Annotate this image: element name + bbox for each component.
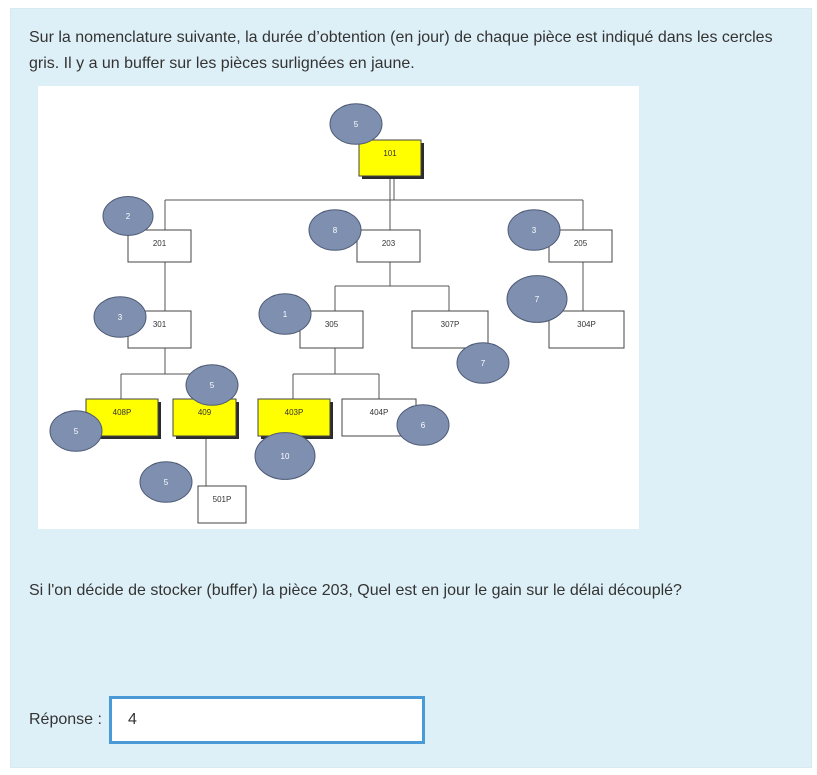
duration-value: 2 xyxy=(126,212,131,221)
duration-circle-501p: 5 xyxy=(139,461,193,503)
bom-node-403p: 403P xyxy=(257,398,333,439)
duration-circle-408p: 5 xyxy=(49,410,103,452)
duration-value: 7 xyxy=(481,359,486,368)
bom-node-201: 201 xyxy=(127,229,192,263)
bom-node-101: 101 xyxy=(358,139,424,179)
node-box xyxy=(127,229,192,263)
node-label: 501P xyxy=(213,495,232,504)
duration-circle-shape xyxy=(456,342,510,384)
duration-value: 10 xyxy=(281,452,290,461)
node-box xyxy=(358,139,422,177)
duration-circle-shape xyxy=(185,364,239,406)
answer-input[interactable] xyxy=(109,696,425,744)
duration-circle-409: 5 xyxy=(185,364,239,406)
node-box xyxy=(356,229,421,263)
duration-circle-shape xyxy=(139,461,193,503)
duration-circle-shape xyxy=(329,103,383,145)
duration-circle-shape xyxy=(507,209,561,251)
node-box xyxy=(257,398,331,437)
node-label: 307P xyxy=(441,320,460,329)
bom-node-307p: 307P xyxy=(411,310,489,349)
duration-value: 8 xyxy=(333,226,338,235)
node-label: 408P xyxy=(113,408,132,417)
duration-circle-404p: 6 xyxy=(396,404,450,446)
duration-circle-shape xyxy=(396,404,450,446)
duration-circle-403p: 10 xyxy=(254,432,316,480)
duration-value: 3 xyxy=(532,226,537,235)
duration-value: 3 xyxy=(118,313,123,322)
duration-circle-305: 1 xyxy=(258,293,312,335)
duration-value: 6 xyxy=(421,421,426,430)
node-label: 304P xyxy=(577,320,596,329)
duration-circle-201: 2 xyxy=(102,196,154,236)
node-label: 201 xyxy=(153,239,167,248)
node-label: 404P xyxy=(370,408,389,417)
node-label: 301 xyxy=(153,320,167,329)
node-label: 409 xyxy=(198,408,212,417)
duration-circle-shape xyxy=(93,296,147,338)
bom-node-304p: 304P xyxy=(548,310,625,349)
question-panel: Sur la nomenclature suivante, la durée d… xyxy=(10,8,812,768)
node-box xyxy=(172,398,237,437)
duration-circle-205: 3 xyxy=(507,209,561,251)
duration-value: 5 xyxy=(164,478,169,487)
node-label: 203 xyxy=(382,239,396,248)
node-box xyxy=(411,310,489,349)
node-label: 305 xyxy=(325,320,339,329)
duration-circle-shape xyxy=(506,275,568,323)
duration-circle-shape xyxy=(254,432,316,480)
duration-circle-shape xyxy=(49,410,103,452)
duration-circle-101: 5 xyxy=(329,103,383,145)
duration-circle-shape xyxy=(308,209,362,251)
duration-value: 5 xyxy=(354,120,359,129)
duration-circle-307p: 7 xyxy=(456,342,510,384)
duration-circle-304p: 7 xyxy=(506,275,568,323)
bom-node-203: 203 xyxy=(356,229,421,263)
sub-question-text: Si l'on décide de stocker (buffer) la pi… xyxy=(29,582,682,599)
node-box xyxy=(548,310,625,349)
bom-node-501p: 501P xyxy=(197,485,247,524)
bom-node-409: 409 xyxy=(172,398,239,439)
node-label: 403P xyxy=(285,408,304,417)
duration-circle-203: 8 xyxy=(308,209,362,251)
question-text: Sur la nomenclature suivante, la durée d… xyxy=(29,29,773,72)
node-label: 101 xyxy=(383,149,397,158)
answer-label: Réponse : xyxy=(29,711,102,728)
node-box xyxy=(197,485,247,524)
duration-value: 1 xyxy=(283,310,288,319)
node-label: 205 xyxy=(574,239,588,248)
duration-circle-shape xyxy=(102,196,154,236)
duration-value: 5 xyxy=(74,427,79,436)
duration-value: 7 xyxy=(535,295,540,304)
duration-circle-shape xyxy=(258,293,312,335)
duration-circle-301: 3 xyxy=(93,296,147,338)
duration-value: 5 xyxy=(210,381,215,390)
